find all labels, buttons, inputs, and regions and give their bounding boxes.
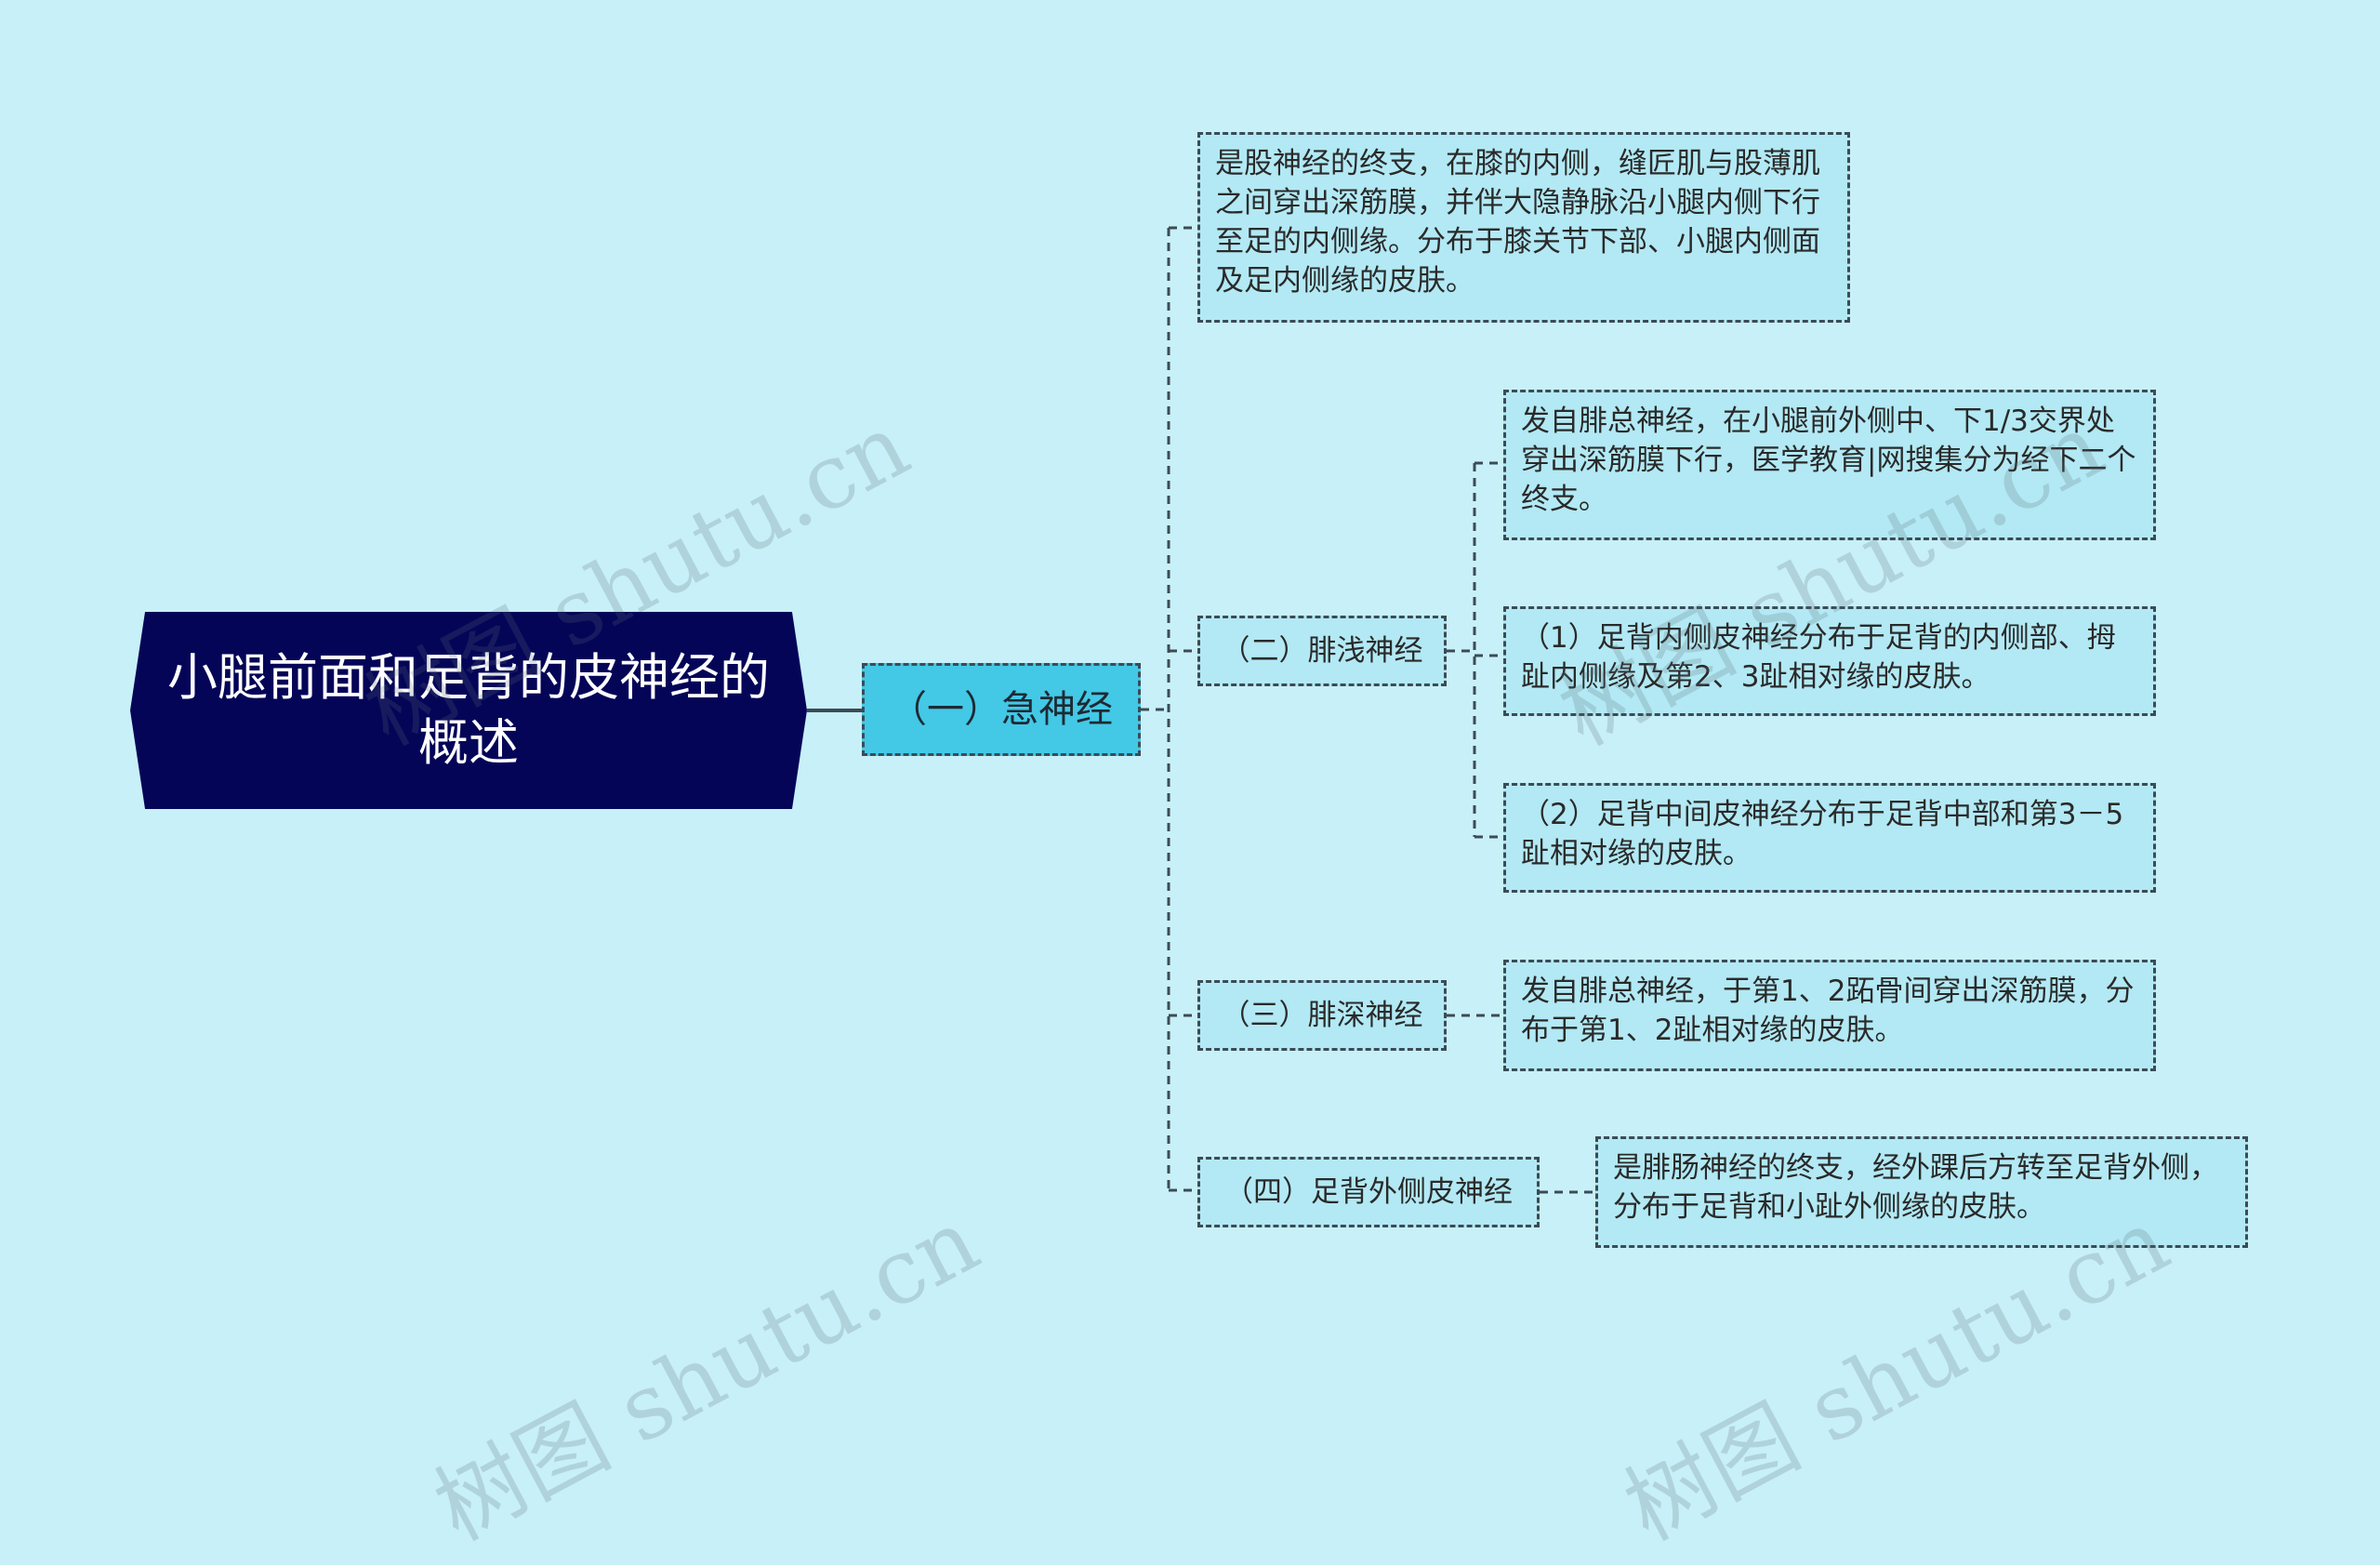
- branch2-text1-node[interactable]: 发自腓总神经，在小腿前外侧中、下1/3交界处穿出深筋膜下行，医学教育|网搜集分为…: [1503, 390, 2156, 540]
- branch3-label: （三）腓深神经: [1221, 999, 1423, 1032]
- branch1-text: 是股神经的终支，在膝的内侧，缝匠肌与股薄肌之间穿出深筋膜，并伴大隐静脉沿小腿内侧…: [1215, 147, 1820, 298]
- level1-node[interactable]: （一）急神经: [862, 663, 1141, 756]
- branch4-label: （四）足背外侧皮神经: [1224, 1175, 1513, 1209]
- branch3-text: 发自腓总神经，于第1、2跖骨间穿出深筋膜，分布于第1、2趾相对缘的皮肤。: [1521, 975, 2135, 1047]
- branch4-label-node[interactable]: （四）足背外侧皮神经: [1197, 1157, 1540, 1227]
- branch2-text2: （1）足背内侧皮神经分布于足背的内侧部、拇趾内侧缘及第2、3趾相对缘的皮肤。: [1521, 621, 2116, 694]
- branch2-text2-node[interactable]: （1）足背内侧皮神经分布于足背的内侧部、拇趾内侧缘及第2、3趾相对缘的皮肤。: [1503, 606, 2156, 716]
- branch2-text3-node[interactable]: （2）足背中间皮神经分布于足背中部和第3－5趾相对缘的皮肤。: [1503, 783, 2156, 893]
- connector-lines: [807, 226, 1595, 1194]
- mind-map-canvas: 小腿前面和足背的皮神经的概述 （一）急神经 是股神经的终支，在膝的内侧，缝匠肌与…: [130, 132, 2248, 1560]
- root-node[interactable]: 小腿前面和足背的皮神经的概述: [130, 612, 807, 809]
- branch3-text-node[interactable]: 发自腓总神经，于第1、2跖骨间穿出深筋膜，分布于第1、2趾相对缘的皮肤。: [1503, 960, 2156, 1071]
- branch3-label-node[interactable]: （三）腓深神经: [1197, 980, 1447, 1051]
- branch2-label: （二）腓浅神经: [1221, 634, 1423, 668]
- branch4-text-node[interactable]: 是腓肠神经的终支，经外踝后方转至足背外侧，分布于足背和小趾外侧缘的皮肤。: [1595, 1136, 2248, 1248]
- root-label: 小腿前面和足背的皮神经的概述: [167, 648, 770, 772]
- branch2-text3: （2）足背中间皮神经分布于足背中部和第3－5趾相对缘的皮肤。: [1521, 798, 2124, 870]
- branch2-text1: 发自腓总神经，在小腿前外侧中、下1/3交界处穿出深筋膜下行，医学教育|网搜集分为…: [1521, 405, 2136, 516]
- branch2-label-node[interactable]: （二）腓浅神经: [1197, 616, 1447, 686]
- branch1-text-node[interactable]: 是股神经的终支，在膝的内侧，缝匠肌与股薄肌之间穿出深筋膜，并伴大隐静脉沿小腿内侧…: [1197, 132, 1850, 323]
- level1-label: （一）急神经: [890, 688, 1113, 731]
- branch4-text: 是腓肠神经的终支，经外踝后方转至足背外侧，分布于足背和小趾外侧缘的皮肤。: [1613, 1151, 2218, 1224]
